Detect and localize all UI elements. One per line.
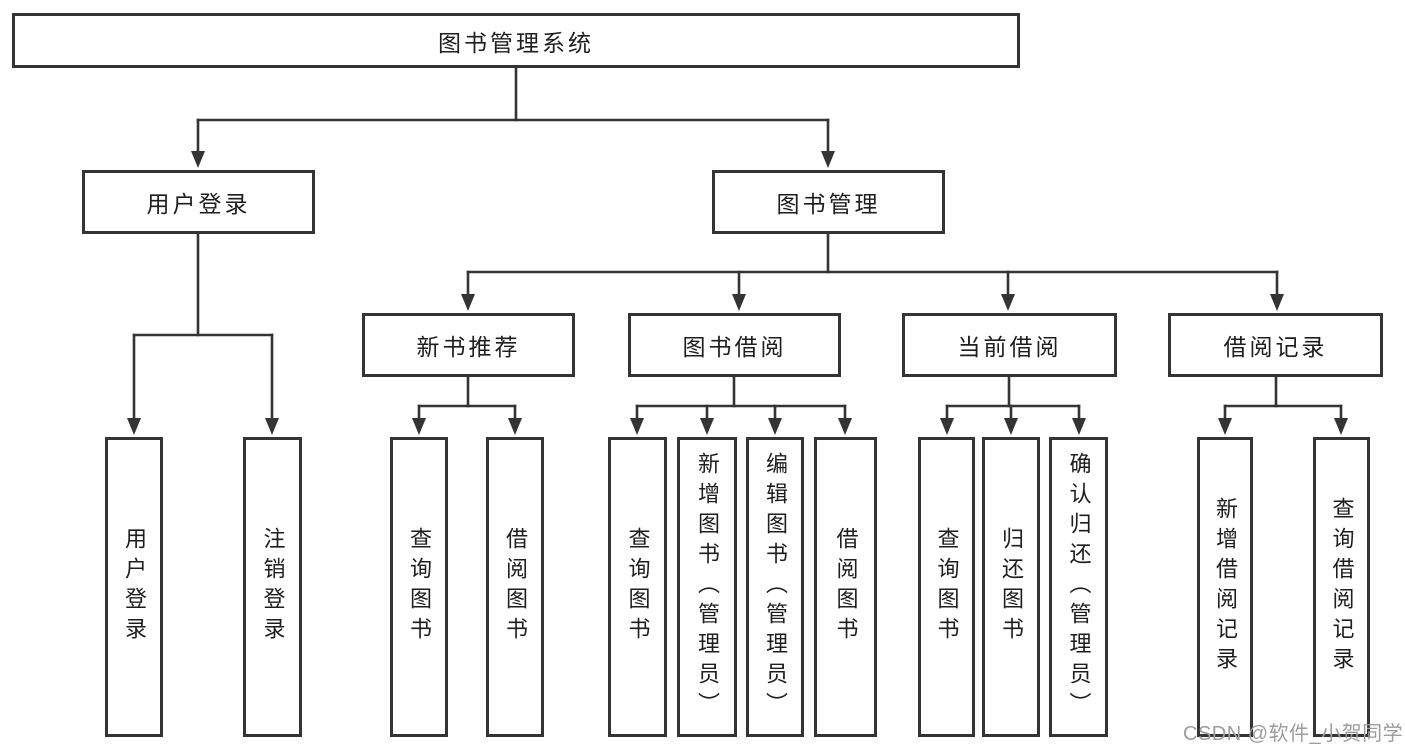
leaf-edit-books-admin: 编辑图书（管理员） (746, 437, 804, 737)
leaf-confirm-return-admin: 确认归还（管理员） (1049, 437, 1108, 737)
node-book-borrowing: 图书借阅 (628, 313, 841, 377)
node-label: 确认归还（管理员） (1066, 452, 1092, 722)
node-label: 图书借阅 (682, 334, 787, 360)
node-label: 图书管理系统 (438, 29, 594, 56)
leaf-logout: 注销登录 (243, 437, 302, 737)
node-label: 用户登录 (146, 191, 251, 217)
leaf-borrow-books: 借阅图书 (814, 437, 877, 737)
node-label: 借阅图书 (833, 527, 859, 647)
node-label: 查询借阅记录 (1329, 497, 1355, 677)
node-new-book-recommend: 新书推荐 (362, 313, 575, 377)
csdn-watermark: CSDN @软件_小贺同学 (1183, 723, 1404, 745)
node-label: 查询图书 (407, 527, 432, 647)
node-label: 图书管理 (776, 191, 881, 217)
node-label: 查询图书 (934, 527, 960, 647)
node-library-management-system: 图书管理系统 (12, 13, 1020, 68)
node-current-borrowing: 当前借阅 (902, 313, 1117, 377)
leaf-query-borrow-record: 查询借阅记录 (1313, 437, 1370, 737)
leaf-query-books-borrow: 查询图书 (608, 437, 667, 737)
leaf-add-borrow-record: 新增借阅记录 (1197, 437, 1253, 737)
leaf-query-books-recommend: 查询图书 (390, 437, 448, 737)
leaf-add-books-admin: 新增图书（管理员） (677, 437, 737, 737)
node-label: 新增图书（管理员） (695, 452, 720, 722)
node-label: 新书推荐 (416, 334, 521, 360)
node-label: 借阅图书 (503, 527, 528, 647)
node-label: 编辑图书（管理员） (763, 452, 788, 722)
node-label: 借阅记录 (1223, 334, 1328, 360)
node-book-management: 图书管理 (712, 170, 945, 234)
node-label: 新增借阅记录 (1213, 497, 1238, 677)
leaf-borrow-books-recommend: 借阅图书 (486, 437, 544, 737)
node-borrowing-records: 借阅记录 (1168, 313, 1383, 377)
node-user-login: 用户登录 (82, 170, 315, 234)
node-label: 归还图书 (999, 527, 1024, 647)
leaf-return-books: 归还图书 (982, 437, 1040, 737)
node-label: 当前借阅 (957, 334, 1062, 360)
node-label: 注销登录 (260, 527, 286, 647)
node-label: 查询图书 (625, 527, 651, 647)
node-label: 用户登录 (122, 527, 147, 647)
leaf-user-login: 用户登录 (105, 437, 163, 737)
leaf-query-books-current: 查询图书 (918, 437, 975, 737)
